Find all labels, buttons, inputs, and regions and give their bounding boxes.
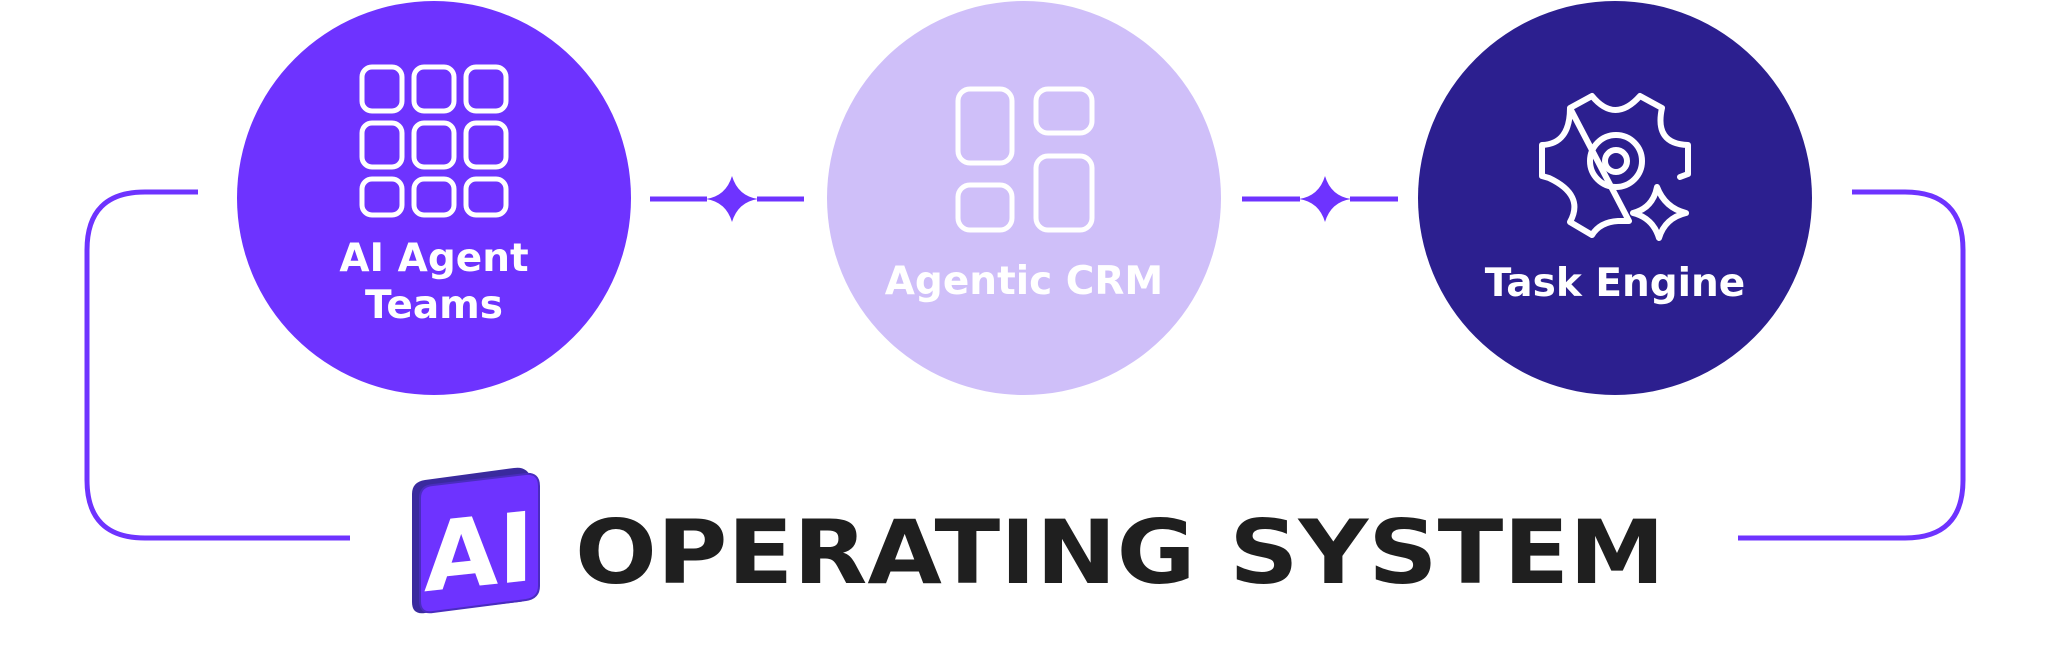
node-label-task-engine: Task Engine — [1485, 261, 1746, 306]
connectors — [84, 189, 1966, 541]
node-label-line: Task Engine — [1485, 261, 1746, 306]
node-label-ai-agent-teams: AI Agent Teams — [339, 236, 528, 328]
node-label-line: Teams — [365, 283, 503, 328]
node-circle-ai-agent-teams — [237, 1, 631, 395]
grid-apps-icon — [359, 64, 509, 218]
logo-front-tile — [419, 472, 540, 614]
left-loop-connector — [84, 189, 350, 541]
right-loop-connector — [1738, 189, 1966, 541]
node-label-line: Agentic CRM — [885, 259, 1163, 304]
ai-logo: AI — [412, 467, 540, 614]
widgets-icon — [955, 86, 1095, 233]
logo-text: AI — [424, 491, 534, 614]
sparkle-icon — [706, 176, 758, 222]
node-label-line: AI Agent — [339, 236, 528, 281]
gear-sparkle-icon — [1539, 93, 1691, 241]
node-label-agentic-crm: Agentic CRM — [885, 259, 1163, 304]
sparkle-icon — [1299, 176, 1351, 222]
operating-system-title: OPERATING SYSTEM — [575, 501, 1665, 604]
node-circle-agentic-crm — [827, 1, 1221, 395]
